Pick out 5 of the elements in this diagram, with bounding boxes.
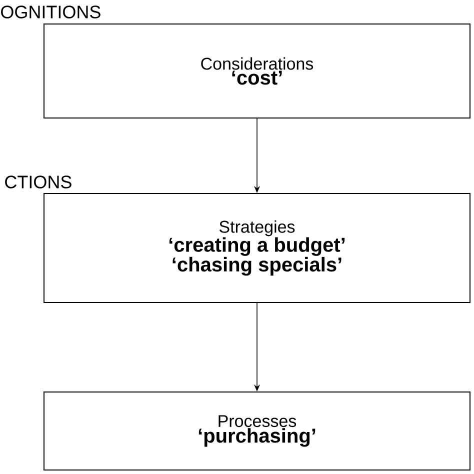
process-box: Processes ‘purchasing’: [44, 392, 470, 470]
process-box: Considerations ‘cost’: [44, 24, 470, 118]
process-box: Strategies ‘creating a budget’ ‘chasing specials’: [44, 193, 470, 303]
section-heading: OGNITIONS: [1, 6, 100, 18]
section-heading: CTIONS: [5, 176, 72, 188]
